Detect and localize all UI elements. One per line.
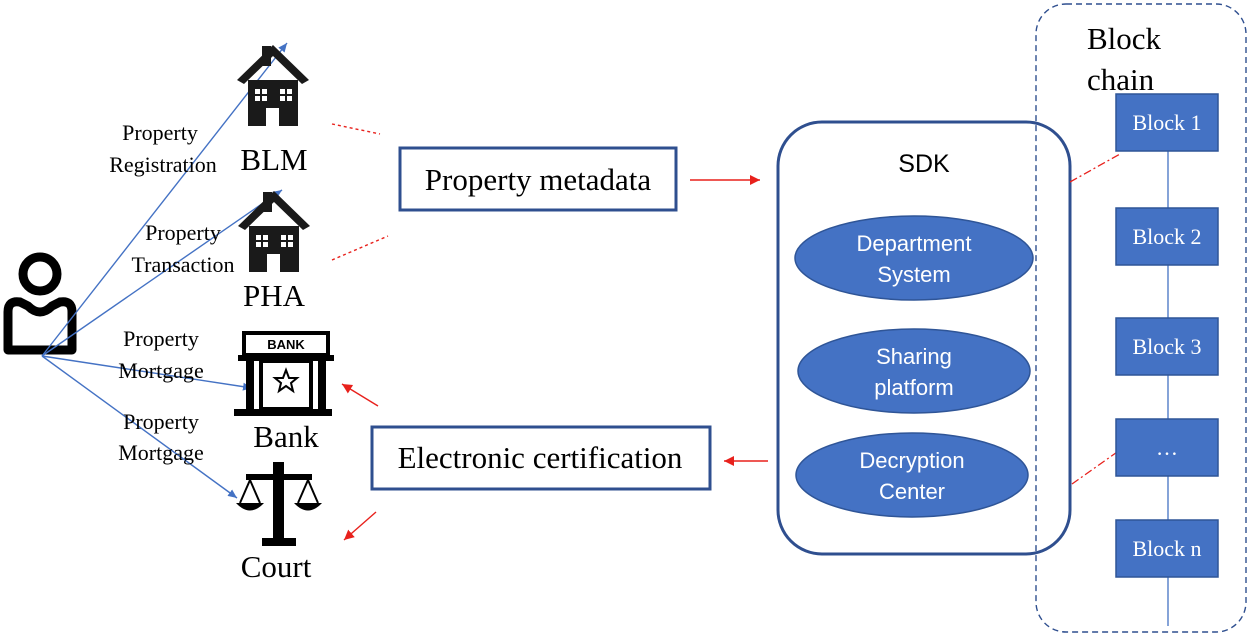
- department-system-ellipse: [794, 215, 1034, 301]
- user-icon: [3, 252, 77, 355]
- scales-icon: [236, 462, 322, 546]
- arrow-certification-to-bank: [341, 383, 379, 407]
- blockchain-title-line1: Block: [1087, 21, 1162, 56]
- department-system-line1: Department: [857, 231, 972, 256]
- label-property-mortgage-court-2: Mortgage: [118, 440, 204, 465]
- decryption-center-line2: Center: [879, 479, 945, 504]
- label-property-mortgage-court-1: Property: [123, 409, 199, 434]
- arrow-certification-to-court: [343, 511, 377, 541]
- user-flow-arrows: [41, 42, 288, 499]
- block-n: [1115, 519, 1219, 578]
- entity-pha: PHA: [243, 278, 306, 313]
- arrow-to-bank: [41, 355, 253, 391]
- property-metadata-box: [398, 146, 678, 212]
- decryption-center-line1: Decryption: [859, 448, 964, 473]
- department-system-line2: System: [877, 262, 950, 287]
- electronic-certification-label: Electronic certification: [398, 440, 683, 475]
- connector-blm-metadata: [331, 123, 381, 135]
- label-property-mortgage-bank-1: Property: [123, 326, 199, 351]
- label-property-registration-2: Registration: [109, 152, 217, 177]
- entity-court: Court: [241, 549, 312, 584]
- block-ellipsis: [1115, 418, 1219, 477]
- arrow-to-blm: [41, 42, 288, 357]
- label-property-transaction-2: Transaction: [131, 252, 234, 277]
- connector-pha-metadata: [331, 235, 389, 261]
- sharing-platform-ellipse: [797, 328, 1031, 414]
- block-n-label: Block n: [1132, 536, 1201, 561]
- label-property-transaction-1: Property: [145, 220, 221, 245]
- entity-blm: BLM: [240, 142, 307, 177]
- electronic-certification-box: [370, 425, 712, 491]
- block-1-label: Block 1: [1132, 110, 1201, 135]
- arrow-to-pha: [41, 189, 283, 357]
- label-property-mortgage-bank-2: Mortgage: [118, 358, 204, 383]
- arrow-to-court: [41, 355, 238, 499]
- decryption-center-ellipse: [795, 432, 1029, 518]
- sdk-title: SDK: [898, 150, 950, 178]
- block-3: [1115, 317, 1219, 376]
- entity-bank: Bank: [253, 419, 319, 454]
- house-icon-pha: [238, 191, 310, 272]
- sharing-platform-line2: platform: [874, 375, 953, 400]
- connector-sdk-block1: [1069, 153, 1121, 183]
- block-1: [1115, 93, 1219, 152]
- block-ellipsis-label: …: [1156, 435, 1178, 460]
- blockchain-container: [1035, 3, 1247, 633]
- sharing-platform-line1: Sharing: [876, 344, 952, 369]
- property-metadata-label: Property metadata: [425, 162, 652, 197]
- bank-icon: BANK: [234, 331, 334, 416]
- block-3-label: Block 3: [1132, 334, 1201, 359]
- connector-sdk-block-ellipsis: [1071, 449, 1121, 485]
- block-2: [1115, 207, 1219, 266]
- house-icon-blm: [237, 45, 309, 126]
- bank-sign-text: BANK: [267, 337, 305, 352]
- blockchain-title-line2: chain: [1087, 62, 1155, 97]
- label-property-registration-1: Property: [122, 120, 198, 145]
- block-2-label: Block 2: [1132, 224, 1201, 249]
